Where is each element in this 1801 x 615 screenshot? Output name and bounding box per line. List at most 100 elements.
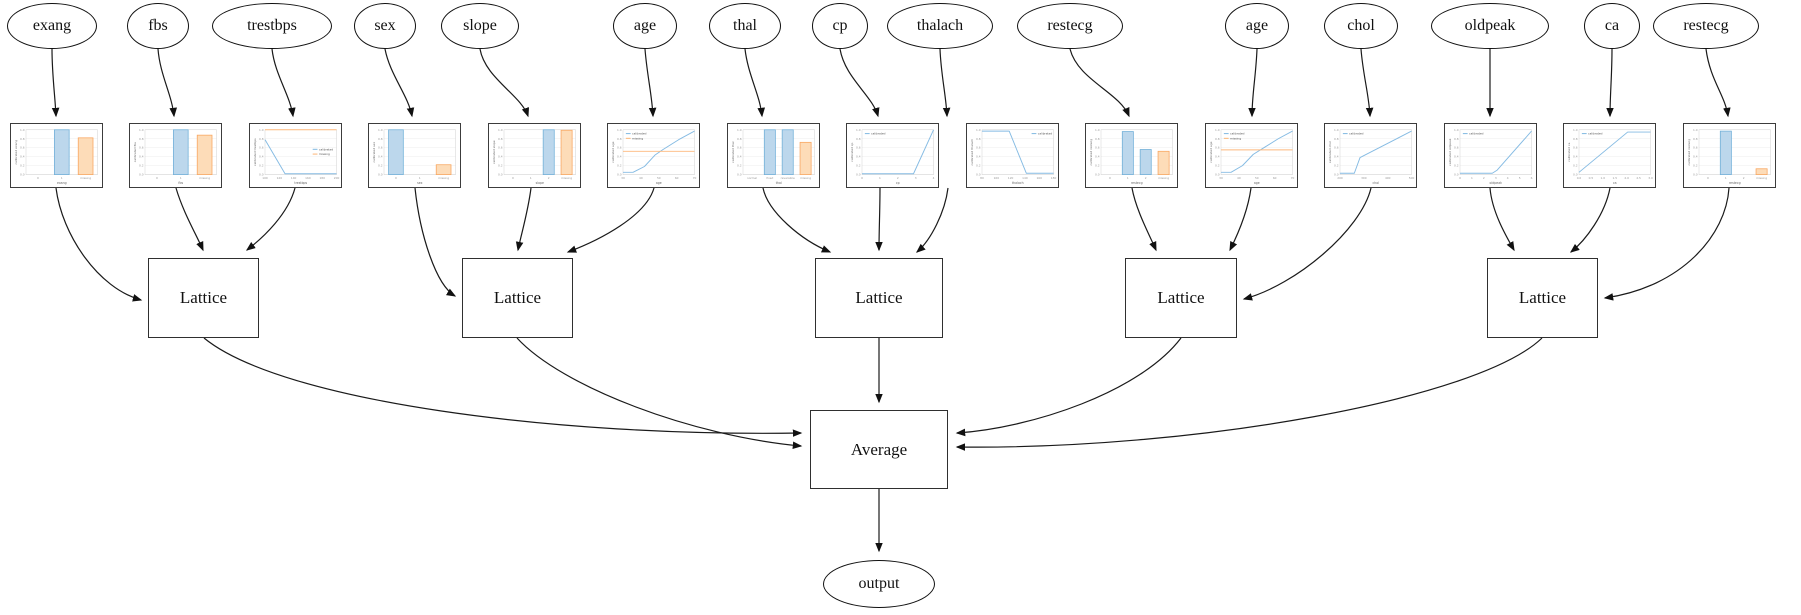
svg-text:missing: missing	[80, 175, 91, 179]
svg-text:restecg: restecg	[1728, 180, 1740, 184]
svg-text:0.2: 0.2	[856, 163, 861, 167]
svg-text:calibrated fbs: calibrated fbs	[132, 141, 136, 162]
svg-text:0: 0	[395, 175, 397, 179]
svg-text:60: 60	[1272, 175, 1276, 179]
svg-text:calibrated thal: calibrated thal	[730, 141, 734, 162]
svg-text:0.4: 0.4	[259, 154, 264, 158]
svg-text:0.6: 0.6	[1095, 145, 1100, 149]
svg-text:calibrated: calibrated	[871, 131, 886, 135]
svg-text:0: 0	[37, 175, 39, 179]
svg-text:calibrated: calibrated	[1037, 131, 1052, 135]
svg-text:1.0: 1.0	[1334, 127, 1339, 131]
svg-text:0.8: 0.8	[139, 136, 144, 140]
svg-text:calibrated chol: calibrated chol	[1327, 141, 1331, 163]
svg-text:calibrated restecg: calibrated restecg	[1088, 138, 1092, 165]
svg-text:1.0: 1.0	[139, 127, 144, 131]
svg-text:4: 4	[1506, 175, 1508, 179]
feature-node-age: age	[613, 3, 677, 49]
feature-label: slope	[463, 17, 497, 34]
svg-text:0.8: 0.8	[617, 136, 622, 140]
svg-text:0: 0	[1459, 175, 1461, 179]
lattice-node-4: Lattice	[1125, 258, 1237, 338]
svg-text:140: 140	[1022, 175, 1028, 179]
svg-text:0.6: 0.6	[259, 145, 264, 149]
svg-text:0.4: 0.4	[617, 154, 622, 158]
lattice-node-5: Lattice	[1487, 258, 1598, 338]
svg-text:3.0: 3.0	[1648, 175, 1653, 179]
svg-text:0.0: 0.0	[737, 172, 742, 176]
svg-text:1.0: 1.0	[378, 127, 383, 131]
svg-text:0.8: 0.8	[1215, 136, 1220, 140]
svg-text:calibrated thalach: calibrated thalach	[969, 138, 973, 165]
feature-label: trestbps	[247, 17, 297, 34]
svg-text:1.0: 1.0	[976, 127, 981, 131]
feature-label: restecg	[1683, 17, 1729, 34]
svg-text:5: 5	[1518, 175, 1520, 179]
svg-text:0.2: 0.2	[1095, 163, 1100, 167]
svg-text:0.6: 0.6	[1573, 145, 1578, 149]
svg-text:0.4: 0.4	[1095, 154, 1100, 158]
svg-text:calibrated slope: calibrated slope	[491, 140, 495, 164]
svg-text:1: 1	[529, 175, 531, 179]
feature-label: age	[1245, 17, 1269, 34]
feature-node-restecg: restecg	[1017, 3, 1123, 49]
svg-text:0.0: 0.0	[1693, 172, 1698, 176]
svg-text:0.0: 0.0	[139, 172, 144, 176]
svg-text:1.0: 1.0	[1454, 127, 1459, 131]
feature-label: sex	[374, 17, 396, 34]
lattice-label: Lattice	[855, 288, 903, 307]
output-label: output	[858, 575, 900, 592]
svg-text:0.4: 0.4	[498, 154, 503, 158]
svg-text:slope: slope	[535, 180, 543, 184]
svg-text:180: 180	[319, 175, 325, 179]
svg-text:missing: missing	[1158, 175, 1169, 179]
svg-text:0.8: 0.8	[378, 136, 383, 140]
svg-text:0.2: 0.2	[976, 163, 981, 167]
svg-text:age: age	[1253, 180, 1259, 184]
svg-text:0.2: 0.2	[139, 163, 144, 167]
feature-node-thal: thal	[709, 3, 781, 49]
svg-text:restecg: restecg	[1130, 180, 1142, 184]
feature-label: thalach	[916, 17, 964, 34]
svg-text:ca: ca	[1612, 180, 1616, 184]
svg-text:0: 0	[1707, 175, 1709, 179]
lattice-node-1: Lattice	[148, 258, 259, 338]
svg-text:2.5: 2.5	[1636, 175, 1641, 179]
svg-text:0.8: 0.8	[737, 136, 742, 140]
svg-text:0.2: 0.2	[737, 163, 742, 167]
svg-text:2: 2	[547, 175, 549, 179]
svg-text:1.0: 1.0	[1693, 127, 1698, 131]
svg-text:30: 30	[621, 175, 625, 179]
svg-text:2.0: 2.0	[1624, 175, 1629, 179]
svg-text:0: 0	[512, 175, 514, 179]
feature-label: restecg	[1047, 17, 1093, 34]
svg-text:thal: thal	[775, 180, 781, 184]
lattice-label: Lattice	[493, 288, 542, 307]
feature-node-exang: exang	[7, 3, 97, 49]
svg-text:1: 1	[1126, 175, 1128, 179]
svg-text:0.6: 0.6	[856, 145, 861, 149]
svg-text:trestbps: trestbps	[294, 180, 307, 184]
svg-text:3: 3	[914, 175, 916, 179]
svg-text:0.6: 0.6	[976, 145, 981, 149]
svg-text:0.0: 0.0	[378, 172, 383, 176]
svg-text:0.8: 0.8	[20, 136, 25, 140]
svg-text:1.0: 1.0	[856, 127, 861, 131]
svg-text:200: 200	[1337, 175, 1343, 179]
svg-text:0.2: 0.2	[378, 163, 383, 167]
svg-text:0.4: 0.4	[20, 154, 25, 158]
feature-node-trestbps: trestbps	[212, 3, 332, 49]
svg-text:0.6: 0.6	[498, 145, 503, 149]
feature-label: oldpeak	[1464, 17, 1516, 34]
svg-text:0.0: 0.0	[617, 172, 622, 176]
svg-text:0.6: 0.6	[1693, 145, 1698, 149]
svg-text:1.0: 1.0	[1095, 127, 1100, 131]
svg-text:0.2: 0.2	[1215, 163, 1220, 167]
svg-text:1: 1	[179, 175, 181, 179]
svg-text:0: 0	[861, 175, 863, 179]
